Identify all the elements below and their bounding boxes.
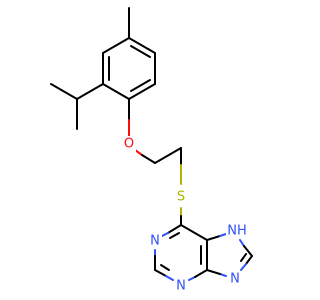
- bond-n7-c8: [243, 245, 253, 257]
- bond-c5-n7-blue: [219, 233, 227, 237]
- benzene-ring: [102, 37, 156, 100]
- bond-c5-c6: [180, 224, 208, 241]
- sulfur-label: S: [177, 190, 185, 205]
- bond-n9-c4: [206, 269, 221, 275]
- bond-ring-1: [128, 37, 156, 54]
- bond-c2-n3-double: [160, 264, 170, 271]
- atom-label-n3: N: [174, 278, 188, 294]
- bond-n7-c8-blue: [239, 239, 245, 247]
- oxygen-label: O: [124, 137, 134, 152]
- bond-c6-n1-double: [169, 232, 180, 239]
- atom-label-oxygen: O: [122, 136, 136, 152]
- bond-c6-n1-blue: [161, 232, 169, 237]
- atom-label-n1: N: [148, 233, 162, 249]
- isopropyl-group: [50, 83, 104, 130]
- molecule-structure: O S N N N NH: [50, 7, 253, 294]
- bond-o-ch2-red: [134, 149, 143, 156]
- bond-ring-3: [128, 83, 156, 100]
- atom-label-sulfur: S: [174, 188, 188, 206]
- bond-c2-n3: [154, 269, 167, 277]
- bond-n3-c4: [194, 269, 208, 278]
- bond-ring-double-2: [130, 79, 151, 92]
- bond-n3-c4-blue: [188, 276, 196, 281]
- n9-label: N: [230, 272, 240, 287]
- bond-c2-n3-blue: [165, 275, 174, 281]
- bond-c6-n1: [167, 224, 182, 234]
- bond-ch2-ch2: [154, 147, 182, 164]
- bond-n9-c4-blue: [219, 273, 227, 277]
- bond-isopropyl-me1: [50, 83, 78, 100]
- bond-c8-n9-blue: [240, 263, 247, 271]
- nh-label: NH: [227, 224, 247, 239]
- bond-isopropyl-ch: [76, 83, 104, 100]
- bond-c5-n7: [206, 235, 221, 241]
- purine-ring: [154, 224, 253, 281]
- bond-ring-double-1: [130, 45, 151, 58]
- bond-c8-n9: [245, 255, 253, 265]
- n1-label: N: [150, 234, 160, 249]
- atom-label-nh: NH: [226, 223, 250, 239]
- atom-label-n9: N: [228, 271, 242, 287]
- bond-ring-6: [102, 37, 130, 54]
- bond-ring-4: [102, 83, 130, 100]
- bond-c8-n9-double: [240, 253, 247, 262]
- bond-o-ch2: [141, 154, 156, 164]
- n3-label: N: [176, 279, 186, 294]
